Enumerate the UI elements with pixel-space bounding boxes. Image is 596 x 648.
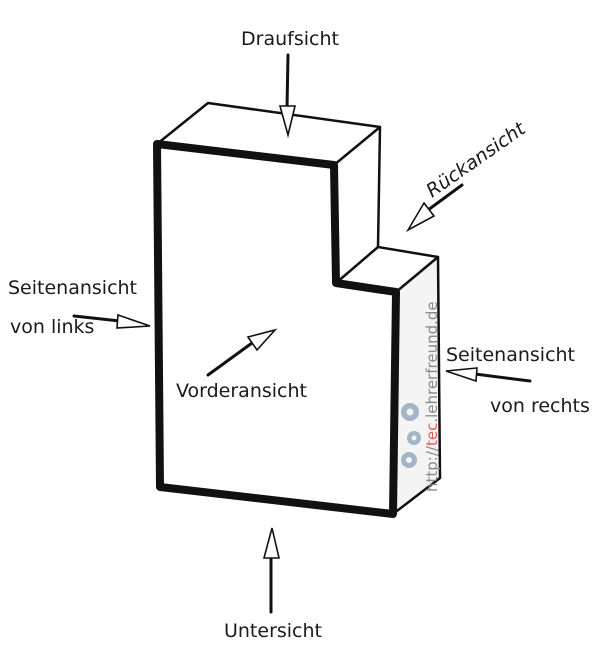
- step-riser-edge: [376, 125, 382, 249]
- right-face-outline: [391, 255, 442, 516]
- top-face-upper: [155, 101, 382, 167]
- arrow-bottom-view: [262, 527, 281, 614]
- arrow-top-view: [278, 53, 297, 139]
- gear-icon: [401, 403, 421, 468]
- label-bottom-view: Untersicht: [224, 620, 322, 642]
- watermark-text: http://tec.lehrerfreund.de: [423, 301, 441, 492]
- l-shaped-block: [153, 101, 442, 518]
- arrows: [72, 53, 532, 614]
- label-front-view: Vorderansicht: [176, 380, 307, 402]
- watermark: http://tec.lehrerfreund.de: [401, 301, 441, 492]
- label-back-view: Rückansicht: [422, 117, 530, 202]
- label-left-side-view-line2: von links: [10, 316, 94, 338]
- arrow-left-side-view: [72, 313, 151, 329]
- label-left-side-view-line1: Seitenansicht: [8, 277, 137, 299]
- label-top-view: Draufsicht: [241, 28, 339, 50]
- arrow-front-view: [206, 328, 278, 377]
- label-right-side-view-line1: Seitenansicht: [446, 344, 575, 366]
- right-side-face: [393, 257, 440, 514]
- arrow-back-view: [405, 183, 464, 233]
- arrow-right-side-view: [445, 367, 532, 383]
- top-face-lower: [334, 245, 440, 294]
- label-right-side-view-line2: von rechts: [490, 395, 590, 417]
